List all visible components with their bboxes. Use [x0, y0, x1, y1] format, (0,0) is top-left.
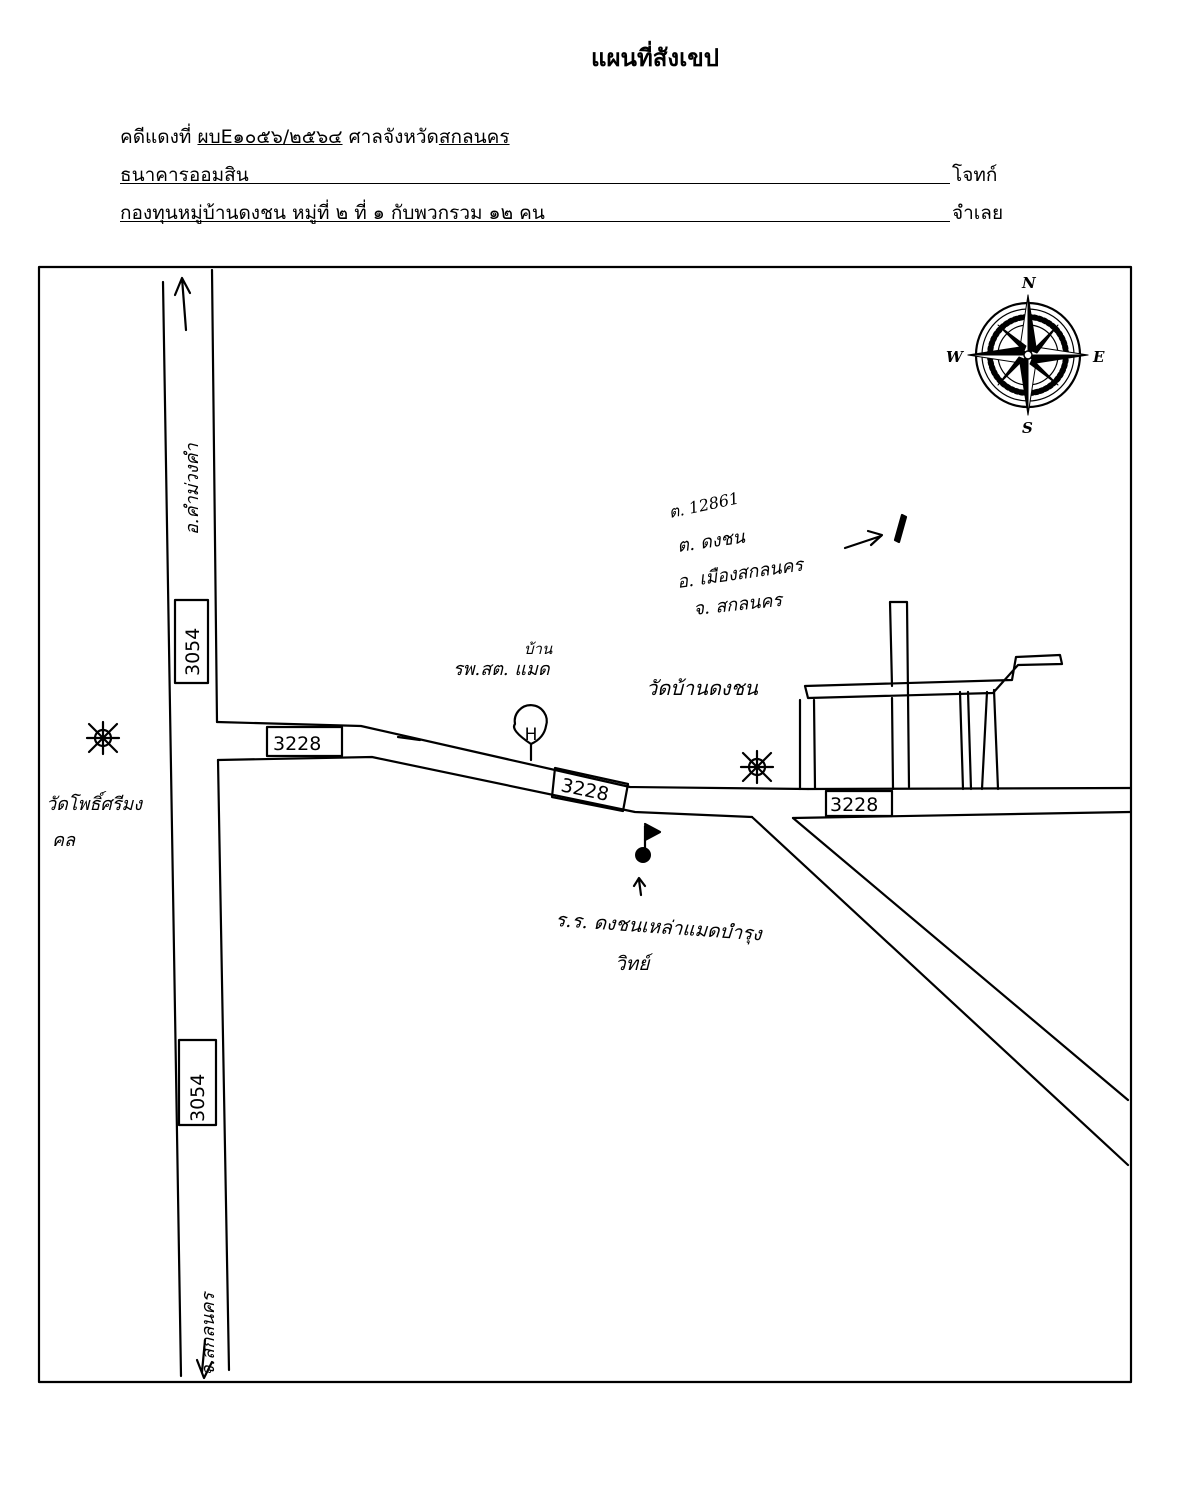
compass-n-label: N — [1021, 274, 1037, 292]
route-3054-label-south: 3054 — [187, 1074, 209, 1122]
temple-west-symbol — [85, 720, 121, 756]
court-city: สกลนคร — [438, 126, 510, 148]
temple-east-symbol — [739, 749, 775, 785]
target-dot — [635, 847, 651, 863]
hospital-symbol: H — [525, 725, 538, 745]
temple-east-label: วัดบ้านดงชน — [646, 676, 759, 700]
plaintiff-underline — [120, 183, 950, 184]
route-3228-label-west: 3228 — [273, 733, 321, 755]
case-line: คดีแดงที่ ผบE๑๐๕๖/๒๕๖๔ ศาลจังหวัดสกลนคร — [120, 122, 510, 152]
target-label-line2: วิทย์ — [615, 953, 653, 975]
court-prefix: ศาลจังหวัด — [348, 126, 439, 148]
location-label-line4: จ. สกลนคร — [692, 590, 785, 620]
temple-west-label-line1: วัดโพธิ์ศรีมง — [46, 790, 143, 815]
defendant-name: กองทุนหมู่บ้านดงชน หมู่ที่ ๒ ที่ ๑ กับพว… — [120, 202, 545, 224]
case-number: ผบE๑๐๕๖/๒๕๖๔ — [197, 126, 343, 148]
village-roads — [798, 600, 1064, 791]
school-label: รพ.สต. แมด — [453, 659, 551, 680]
compass-rose — [967, 294, 1089, 416]
target-label-line1: ร.ร. ดงชนเหล่าแมดบำรุง — [555, 909, 764, 945]
defendant-role: จำเลย — [952, 202, 1004, 224]
defendant-underline — [120, 221, 950, 222]
direction-north-label: อ.คำม่วงคำ — [182, 443, 203, 535]
hospital-marker — [513, 704, 548, 762]
temple-west-label-line2: คล — [52, 830, 76, 851]
location-label-line2: ต. ดงชน — [676, 527, 747, 557]
map-frame — [37, 265, 1133, 1384]
road-3228 — [215, 720, 1132, 1167]
page-title: แผนที่สังเขป — [591, 44, 719, 72]
road-3054 — [161, 268, 231, 1380]
compass-w-label: W — [946, 348, 965, 366]
plaintiff-name: ธนาคารออมสิน — [120, 164, 249, 186]
plaintiff-role: โจทก์ — [952, 164, 998, 186]
location-label-line3: อ. เมืองสกลนคร — [676, 554, 807, 593]
route-3054-label-north: 3054 — [182, 628, 204, 676]
compass-e-label: E — [1092, 348, 1105, 366]
route-3228-label-east: 3228 — [830, 794, 878, 816]
location-arrow — [843, 513, 908, 550]
compass-s-label: S — [1022, 419, 1033, 437]
location-label-line1: ต. 12861 — [667, 488, 741, 521]
direction-south-label: จ.สกลนคร — [198, 1290, 219, 1376]
case-label: คดีแดงที่ — [120, 126, 192, 148]
school-label-top: บ้าน — [524, 640, 553, 658]
